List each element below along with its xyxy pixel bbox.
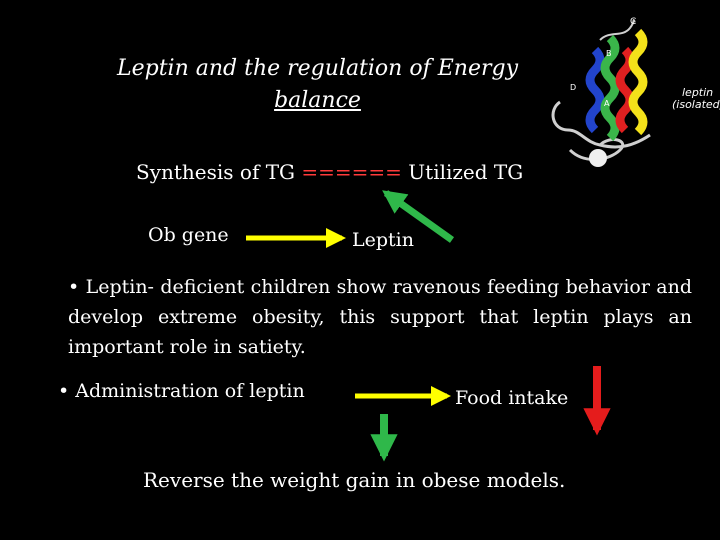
- helix-label-d: D: [570, 83, 576, 92]
- leptin-label: Leptin: [352, 229, 414, 251]
- bullet-leptin-deficient: • Leptin- deficient children show raveno…: [68, 272, 692, 362]
- bullet-administration: • Administration of leptin: [58, 380, 305, 402]
- synthesis-prefix: Synthesis of TG: [136, 160, 302, 184]
- synthesis-equals: ======: [301, 160, 402, 184]
- bullet-marker: •: [68, 276, 80, 298]
- slide-title-line2: balance: [274, 88, 361, 113]
- helix-label-a: A: [604, 99, 610, 108]
- bullet-marker: •: [58, 380, 70, 402]
- helix-label-c: C: [630, 17, 636, 27]
- synthesis-suffix: Utilized TG: [401, 160, 524, 184]
- ob-gene-label: Ob gene: [148, 224, 229, 246]
- synthesis-line: Synthesis of TG ====== Utilized TG: [136, 160, 523, 184]
- protein-caption-line1: leptin: [682, 86, 713, 99]
- helix-label-b: B: [606, 49, 612, 58]
- leptin-protein-structure-image: C B A D leptin (isolated): [540, 10, 720, 180]
- bullet-text: Administration of leptin: [75, 380, 305, 402]
- protein-caption-line2: (isolated): [672, 98, 720, 111]
- bullet-text: Leptin- deficient children show ravenous…: [68, 276, 692, 358]
- reverse-weight-gain-text: Reverse the weight gain in obese models.: [143, 468, 566, 492]
- food-intake-label: Food intake: [455, 387, 569, 409]
- leptin-to-utilized-tg-arrow: [382, 190, 455, 243]
- slide-title-line1: Leptin and the regulation of Energy: [116, 56, 519, 81]
